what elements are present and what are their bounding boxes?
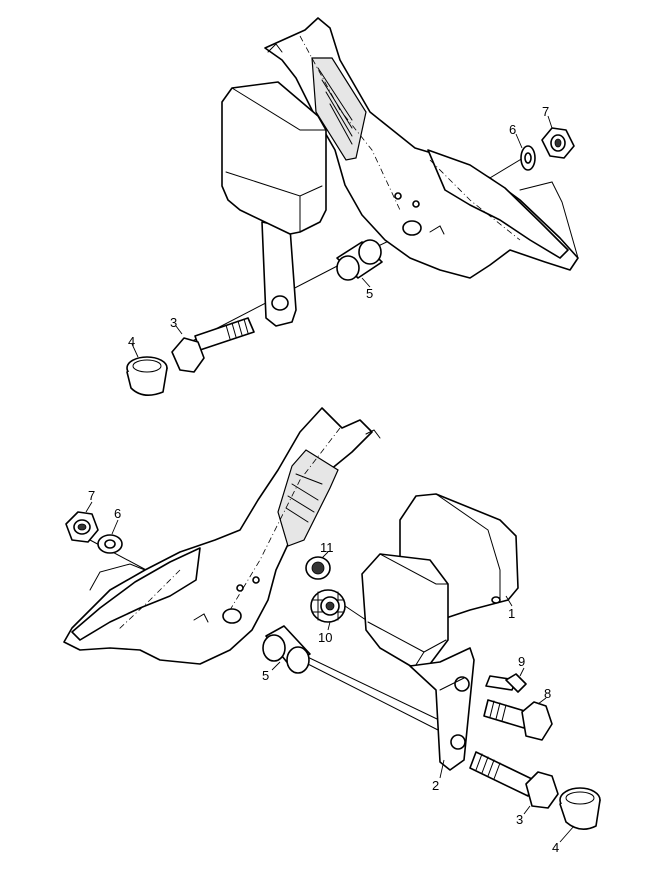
bottom-washer — [97, 534, 123, 554]
bottom-strap-plate — [409, 647, 475, 771]
top-nut — [541, 127, 575, 159]
callout-bottom-5: 5 — [262, 668, 269, 683]
bottom-bolt-medium — [483, 699, 553, 741]
callout-top-4: 4 — [128, 334, 135, 349]
callout-top-3: 3 — [170, 315, 177, 330]
callout-bottom-4: 4 — [552, 840, 559, 855]
callout-bottom-6: 6 — [114, 506, 121, 521]
callout-bottom-9: 9 — [518, 654, 525, 669]
callout-top-6: 6 — [509, 122, 516, 137]
callout-top-7: 7 — [542, 104, 549, 119]
top-assembly — [126, 17, 579, 396]
bottom-small-bolt — [485, 673, 527, 693]
bottom-collar — [559, 787, 601, 830]
callout-bottom-3: 3 — [516, 812, 523, 827]
bottom-flange-nut — [310, 589, 346, 623]
top-spacer — [336, 239, 383, 281]
bottom-bolt-long — [469, 751, 559, 809]
callout-bottom-2: 2 — [432, 778, 439, 793]
top-collar — [126, 356, 168, 396]
callout-bottom-1: 1 — [508, 606, 515, 621]
bottom-buckle — [361, 493, 519, 669]
callout-top-5: 5 — [366, 286, 373, 301]
top-washer — [520, 145, 536, 171]
top-mounting-bracket — [264, 17, 579, 279]
callout-bottom-7: 7 — [88, 488, 95, 503]
bottom-nut — [65, 511, 99, 543]
top-bolt — [171, 317, 255, 373]
top-buckle — [221, 81, 327, 327]
callout-bottom-10: 10 — [318, 630, 332, 645]
bottom-assembly — [63, 407, 601, 843]
bottom-spacer — [262, 625, 311, 674]
bottom-lock-nut-small — [305, 556, 331, 580]
bottom-mounting-bracket — [63, 407, 381, 665]
callout-bottom-11: 11 — [320, 540, 334, 555]
callout-bottom-8: 8 — [544, 686, 551, 701]
